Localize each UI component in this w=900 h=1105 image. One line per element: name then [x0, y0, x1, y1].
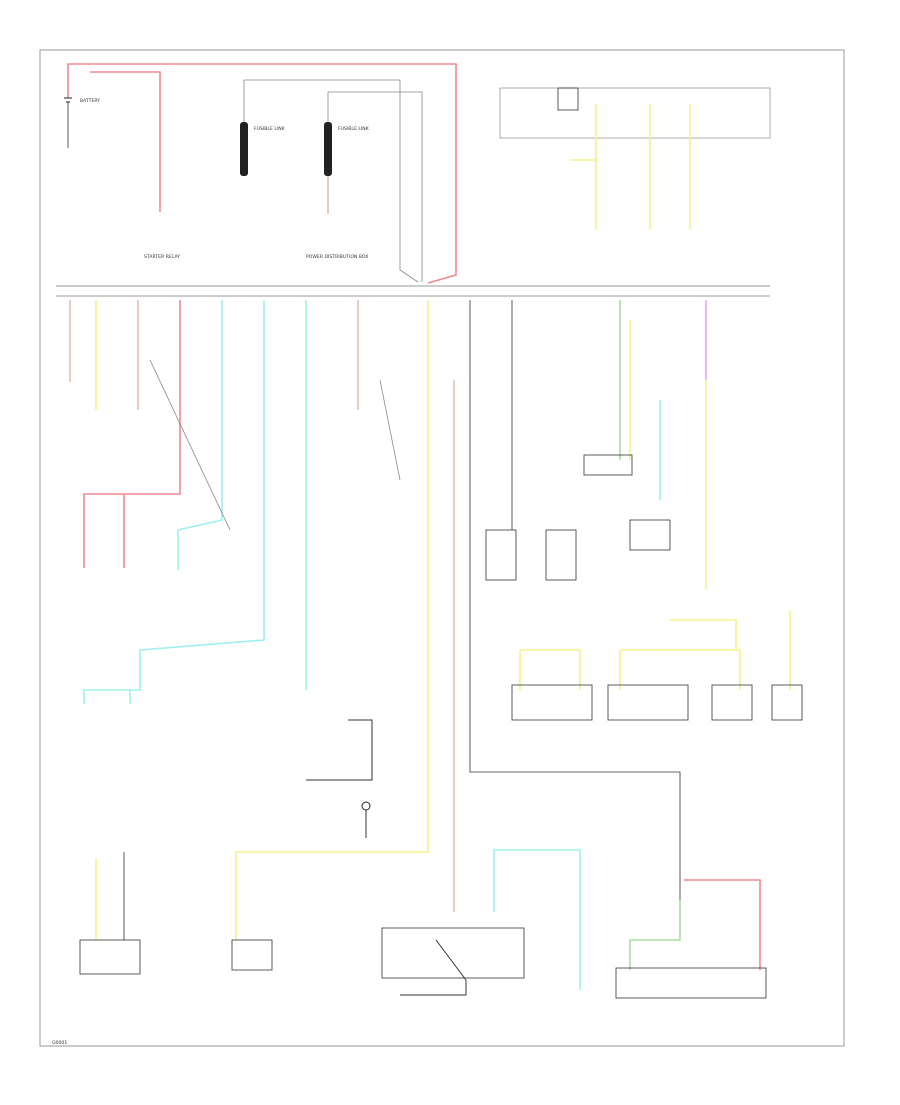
fusible-gray-wire-2 — [327, 91, 423, 282]
switch-circle — [361, 801, 371, 811]
cluster-yellow-2 — [520, 649, 581, 690]
diagram-frame — [39, 49, 845, 1047]
fusible-link-1-icon — [240, 122, 248, 176]
battery-symbol — [64, 97, 72, 148]
top-right-yellow-1 — [570, 104, 597, 161]
pointer-line-1 — [149, 359, 231, 531]
starter-relay-wire — [90, 71, 161, 212]
pointer-line-2 — [379, 379, 401, 481]
fusible-link-2-label: FUSIBLE LINK — [338, 126, 370, 132]
starter-relay-label: STARTER RELAY — [144, 254, 180, 260]
diagram-ref-code: G0001 — [52, 1040, 67, 1046]
battery-feed-wire — [67, 63, 457, 284]
switch-bottom-wire — [400, 980, 467, 996]
drop-yellow-long — [235, 300, 429, 940]
power-distribution-label: POWER DISTRIBUTION BOX — [306, 254, 368, 260]
switch-wire — [306, 719, 373, 781]
switch-blade — [435, 939, 467, 981]
cluster-yellow-4 — [620, 649, 741, 690]
drop-cyan-2 — [83, 300, 265, 704]
drop-black-long — [469, 300, 681, 900]
fusible-link-2-icon — [324, 122, 332, 176]
drop-red-1 — [83, 300, 181, 568]
top-right-module — [499, 87, 771, 139]
component-boxes — [79, 87, 803, 999]
cluster-yellow-5 — [670, 619, 737, 650]
lower-red-1 — [684, 879, 761, 970]
lower-green-1 — [629, 900, 681, 970]
battery-label: BATTERY — [80, 98, 100, 104]
fusible-link-1-label: FUSIBLE LINK — [254, 126, 286, 132]
lower-cyan-1 — [493, 849, 581, 990]
drop-cyan-1 — [177, 300, 223, 570]
fusible-gray-wire — [243, 79, 419, 283]
